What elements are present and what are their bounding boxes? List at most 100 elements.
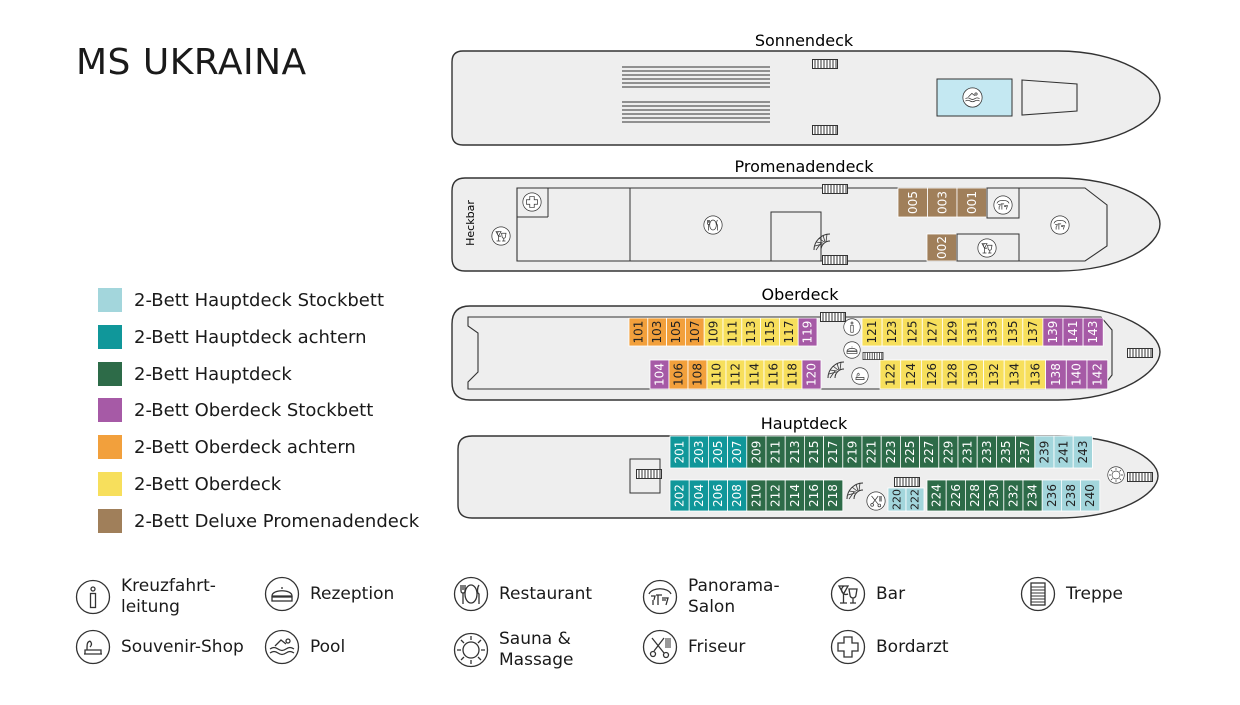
cabin-number: 134 — [1008, 363, 1022, 386]
reception-icon — [843, 341, 861, 359]
key-label: Friseur — [688, 636, 746, 657]
cabin-number: 222 — [909, 489, 922, 510]
cabin-002: 002 — [926, 233, 957, 262]
cabin-202: 202 — [669, 479, 690, 512]
legend-label: 2-Bett Hauptdeck achtern — [134, 326, 367, 348]
legend-oberdeck-stockbett: 2-Bett Oberdeck Stockbett — [98, 398, 373, 422]
stairs-icon — [822, 255, 848, 265]
cabin-number: 126 — [925, 363, 939, 386]
cabin-number: 221 — [865, 441, 879, 464]
cabin-number: 115 — [763, 321, 777, 344]
cabin-number: 204 — [692, 484, 706, 507]
cabin-number: 117 — [782, 321, 796, 344]
cabin-237: 237 — [1015, 435, 1036, 469]
cabin-number: 107 — [688, 321, 702, 344]
cabin-142: 142 — [1086, 359, 1109, 390]
legend-swatch — [98, 472, 122, 496]
cabin-141: 141 — [1062, 317, 1084, 347]
cabin-230: 230 — [984, 479, 1005, 512]
cabin-115: 115 — [760, 317, 780, 347]
legend-swatch — [98, 509, 122, 533]
cabin-number: 131 — [966, 321, 980, 344]
heckbar-label: Heckbar — [464, 200, 477, 246]
cabin-number: 227 — [922, 441, 936, 464]
cabin-number: 206 — [711, 484, 725, 507]
bar-icon — [977, 238, 997, 258]
cabin-219: 219 — [842, 435, 863, 469]
cabin-224: 224 — [926, 479, 947, 512]
key-rezeption: Rezeption — [264, 576, 394, 612]
cabin-number: 101 — [631, 321, 645, 344]
ship-title: MS UKRAINA — [76, 42, 307, 83]
cabin-005: 005 — [897, 187, 928, 218]
cabin-117: 117 — [779, 317, 799, 347]
legend-hauptdeck-stockbett: 2-Bett Hauptdeck Stockbett — [98, 288, 384, 312]
cabin-number: 106 — [672, 363, 686, 386]
cabin-229: 229 — [938, 435, 959, 469]
cabin-number: 203 — [692, 441, 706, 464]
cabin-108: 108 — [687, 359, 708, 390]
key-label: Kreuzfahrt- — [121, 576, 216, 596]
cabin-number: 213 — [788, 441, 802, 464]
cabin-203: 203 — [688, 435, 709, 469]
cabin-number: 243 — [1076, 441, 1090, 464]
stairs-icon — [820, 312, 846, 322]
cabin-243: 243 — [1072, 435, 1093, 469]
cabin-number: 215 — [807, 441, 821, 464]
cabin-number: 005 — [906, 191, 920, 214]
sauna-icon — [453, 632, 489, 668]
key-label: Restaurant — [499, 583, 593, 604]
cabin-206: 206 — [708, 479, 729, 512]
stairs-icon — [1127, 348, 1153, 358]
deck-label-oberdeck: Oberdeck — [762, 285, 840, 304]
cabin-217: 217 — [823, 435, 844, 469]
cabin-number: 142 — [1090, 363, 1104, 386]
cabin-number: 229 — [941, 441, 955, 464]
cabin-number: 003 — [935, 191, 949, 214]
cabin-140: 140 — [1065, 359, 1088, 390]
cabin-number: 002 — [935, 236, 949, 259]
legend-oberdeck-achtern: 2-Bett Oberdeck achtern — [98, 435, 356, 459]
cabin-number: 122 — [883, 363, 897, 386]
key-label: Bordarzt — [876, 636, 949, 657]
cabin-number: 119 — [801, 321, 815, 344]
deck-label-hauptdeck: Hauptdeck — [761, 414, 848, 433]
cabin-109: 109 — [703, 317, 724, 347]
deck-label-promenadendeck: Promenadendeck — [735, 157, 875, 176]
restaurant-icon — [703, 215, 723, 235]
hairdresser-icon — [866, 491, 886, 511]
key-restaurant: Restaurant — [453, 576, 592, 612]
cabin-number: 104 — [653, 363, 667, 386]
cabin-number: 143 — [1086, 321, 1100, 344]
cabin-number: 202 — [673, 484, 687, 507]
key-label: Panorama- — [688, 576, 780, 596]
cabin-number: 136 — [1028, 363, 1042, 386]
doctor-icon — [522, 192, 542, 212]
cabin-number: 108 — [691, 363, 705, 386]
info-icon — [843, 318, 861, 336]
legend-swatch — [98, 288, 122, 312]
cabin-201: 201 — [669, 435, 690, 469]
cabin-number: 218 — [826, 484, 840, 507]
cabin-126: 126 — [921, 359, 943, 390]
stairwell — [770, 211, 822, 262]
legend-hauptdeck: 2-Bett Hauptdeck — [98, 362, 292, 386]
cabin-number: 116 — [767, 363, 781, 386]
cabin-205: 205 — [708, 435, 729, 469]
cabin-121: 121 — [861, 317, 883, 347]
cabin-number: 233 — [980, 441, 994, 464]
cabin-number: 208 — [730, 484, 744, 507]
cabin-number: 114 — [748, 363, 762, 386]
cabin-number: 232 — [1006, 484, 1020, 507]
cabin-122: 122 — [879, 359, 902, 390]
cabin-137: 137 — [1022, 317, 1044, 347]
cabin-number: 113 — [744, 321, 758, 344]
cabin-208: 208 — [727, 479, 748, 512]
cabin-number: 111 — [725, 321, 739, 344]
cabin-number: 207 — [730, 441, 744, 464]
cabin-number: 112 — [729, 363, 743, 386]
bar-icon — [830, 576, 866, 612]
legend-label: 2-Bett Oberdeck Stockbett — [134, 399, 374, 421]
cabin-number: 121 — [865, 321, 879, 344]
deck-label-sonnendeck: Sonnendeck — [755, 31, 854, 50]
